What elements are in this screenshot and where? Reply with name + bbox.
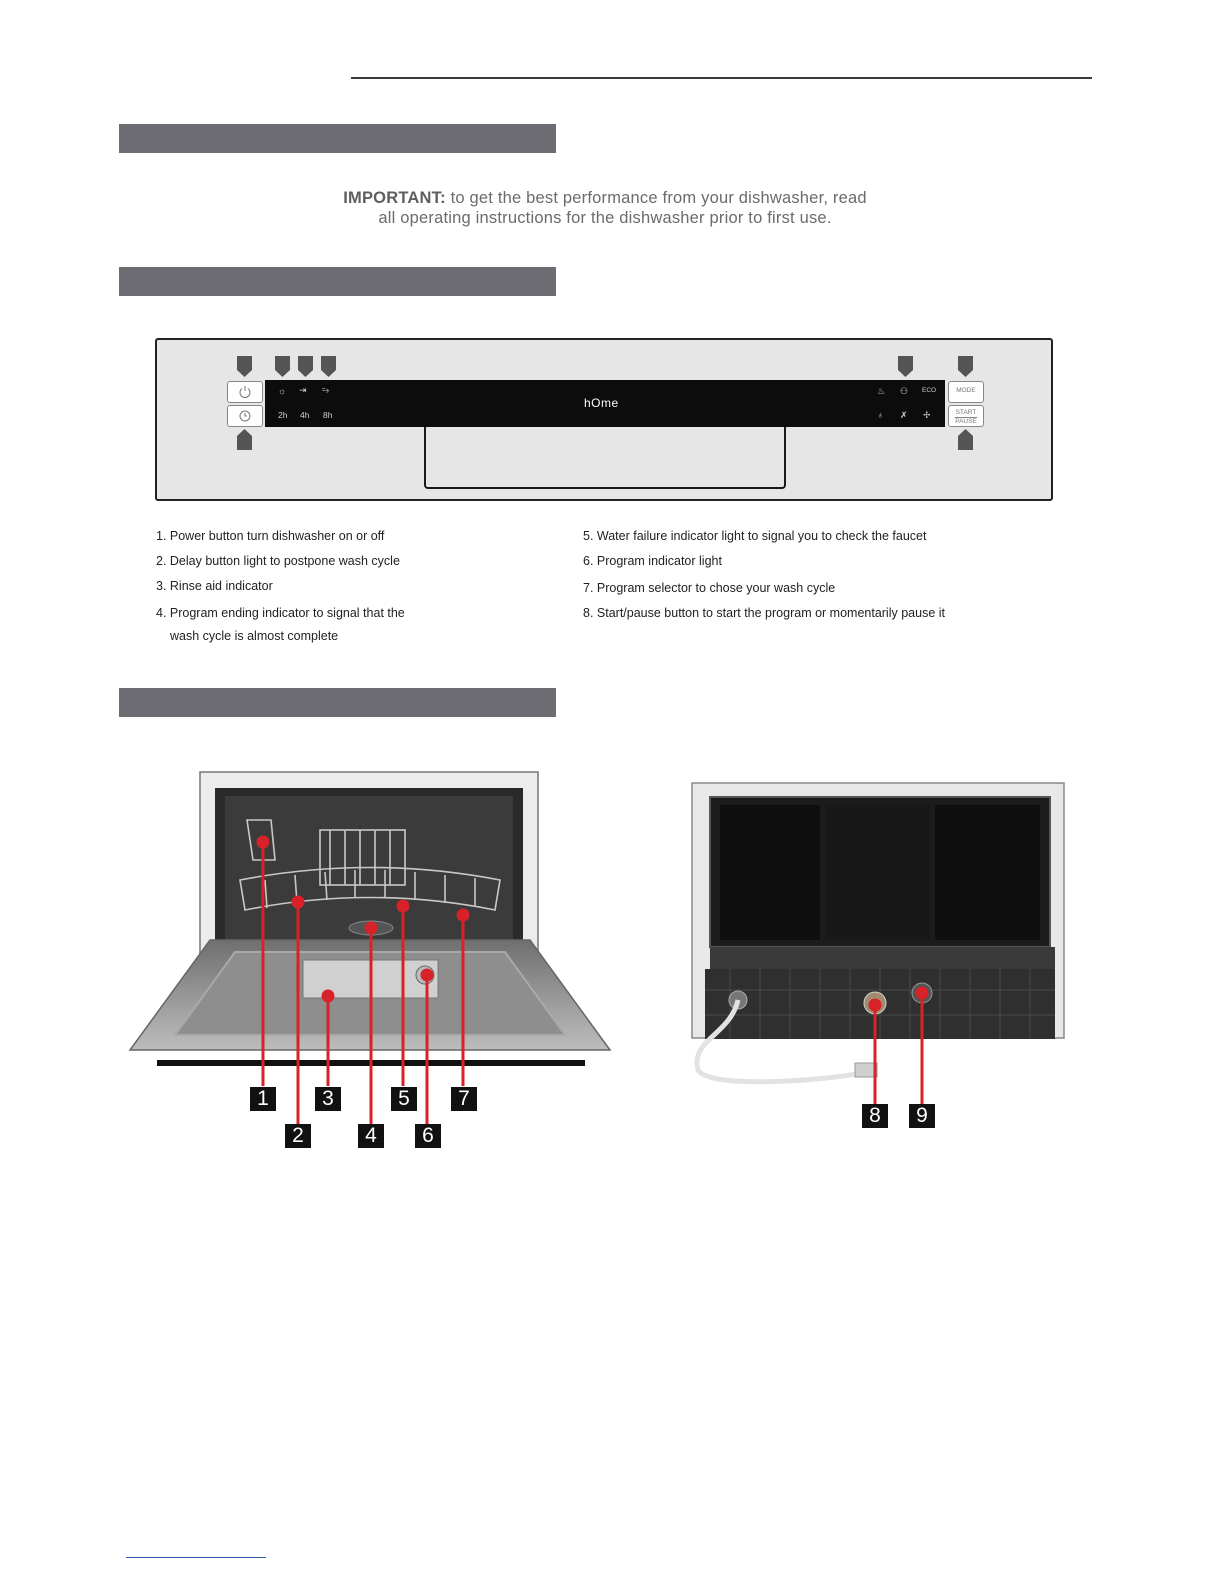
marker-program-end [298,356,313,377]
important-label: IMPORTANT: [343,189,446,207]
important-notice: IMPORTANT: to get the best performance f… [200,188,1010,228]
panel-markers [237,356,973,450]
marker-rinse-aid [275,356,290,377]
marker-delay [237,429,252,450]
legend-item-8: 8. Start/pause button to start the progr… [583,606,945,620]
delay-4h-label: 4h [300,410,310,420]
marker-start-pause [958,429,973,450]
callout-label-7: 7 [451,1087,477,1111]
clock-icon [239,410,251,422]
normal-program-icon: ⚇ [900,386,909,396]
eco-label: ECO [922,387,937,394]
callout-label-1: 1 [250,1087,276,1111]
legend-item-4: 4. Program ending indicator to signal th… [156,606,405,620]
intensive-program-icon: ♨ [877,386,886,396]
callout-label-5: 5 [391,1087,417,1111]
program-end-icon: ⇥ [299,385,307,395]
marker-power [237,356,252,377]
callout-label-6: 6 [415,1124,441,1148]
start-label: START [955,409,977,418]
rinse-aid-icon: ☼ [278,386,287,396]
section-bar-1 [119,124,556,153]
important-text-2: all operating instructions for the dishw… [378,209,832,227]
delay-8h-label: 8h [323,410,333,420]
water-tap-icon: ⥲ [322,385,330,395]
power-button[interactable] [227,381,263,403]
mode-button[interactable]: MODE [948,381,984,403]
legend-item-1: 1. Power button turn dishwasher on or of… [156,529,385,543]
back-view-photo [691,782,1065,1107]
rapid-program-icon: ✗ [900,410,908,420]
callout-label-2: 2 [285,1124,311,1148]
glass-program-icon: ♁ [877,410,884,420]
delay-2h-label: 2h [278,410,288,420]
start-pause-button[interactable]: START PAUSE [948,405,984,427]
legend-item-4-cont: wash cycle is almost complete [170,629,339,643]
marker-program-indicator [898,356,913,377]
panel-door-handle [424,425,786,489]
power-icon [239,386,251,398]
callout-label-9: 9 [909,1104,935,1128]
important-text-1: to get the best performance from your di… [450,189,867,207]
callout-label-8: 8 [862,1104,888,1128]
footer-link-underline [126,1557,266,1558]
important-line-1: IMPORTANT: to get the best performance f… [200,188,1010,208]
callout-label-4: 4 [358,1124,384,1148]
legend-item-5: 5. Water failure indicator light to sign… [583,529,927,543]
callout-label-3: 3 [315,1087,341,1111]
header-rule [351,77,1092,79]
legend-item-6: 6. Program indicator light [583,554,722,568]
brand-logo: hOme [584,396,619,410]
fan-icon: ✢ [923,410,931,420]
section-bar-3 [119,688,556,717]
marker-mode [958,356,973,377]
delay-button[interactable] [227,405,263,427]
panel-display-strip [265,380,945,427]
front-view-photo [128,771,612,1124]
mode-button-label: MODE [956,387,976,394]
legend-item-3: 3. Rinse aid indicator [156,579,273,593]
marker-water-failure [321,356,336,377]
marker-group [237,356,973,450]
legend-item-7: 7. Program selector to chose your wash c… [583,581,836,595]
pause-label: PAUSE [955,418,977,425]
section-bar-2 [119,267,556,296]
legend-item-2: 2. Delay button light to postpone wash c… [156,554,400,568]
